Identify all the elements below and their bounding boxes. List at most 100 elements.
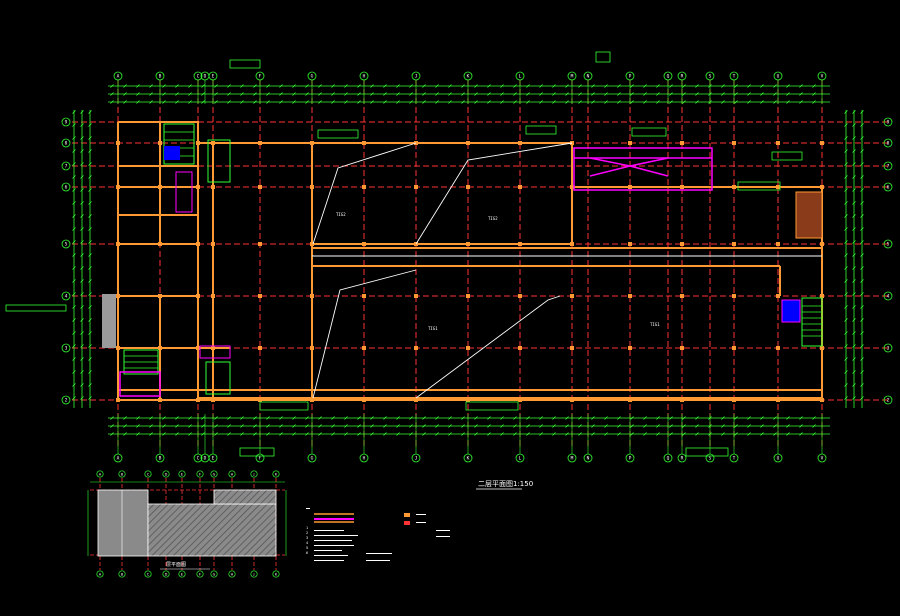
svg-text:J: J <box>252 472 254 476</box>
axis-bubble: L <box>515 71 525 81</box>
column <box>196 294 200 298</box>
svg-text:D: D <box>165 572 168 576</box>
column <box>116 346 120 350</box>
axis-bubble: J <box>411 71 421 81</box>
axis-bubble: L <box>515 453 525 463</box>
axis-bubble: Q <box>663 71 673 81</box>
column <box>158 346 162 350</box>
axis-bubble: P <box>625 453 635 463</box>
svg-text:A: A <box>99 472 102 476</box>
legend-item: 1 <box>306 526 308 530</box>
column <box>518 346 522 350</box>
column <box>732 346 736 350</box>
svg-text:P: P <box>629 456 632 462</box>
column <box>310 242 314 246</box>
axis-bubble: V <box>817 453 827 463</box>
svg-text:A: A <box>117 456 120 462</box>
column <box>362 242 366 246</box>
axis-bubble: 2 <box>883 395 893 405</box>
column <box>258 398 262 402</box>
column <box>628 242 632 246</box>
svg-text:H: H <box>231 472 234 476</box>
column <box>820 346 824 350</box>
column <box>628 294 632 298</box>
svg-text:B: B <box>159 456 162 462</box>
svg-text:G: G <box>213 572 216 576</box>
column <box>258 242 262 246</box>
axis-bubble: 3 <box>883 343 893 353</box>
column <box>158 185 162 189</box>
svg-text:B: B <box>121 472 124 476</box>
svg-text:T: T <box>733 456 736 462</box>
column <box>776 141 780 145</box>
column <box>820 398 824 402</box>
svg-text:3: 3 <box>65 346 68 352</box>
svg-text:7: 7 <box>887 164 890 170</box>
svg-text:E: E <box>212 74 215 80</box>
svg-text:D: D <box>165 472 168 476</box>
axis-bubble: 9 <box>883 117 893 127</box>
column <box>628 141 632 145</box>
column <box>820 185 824 189</box>
callouts <box>5 51 803 457</box>
column <box>196 398 200 402</box>
column <box>820 141 824 145</box>
svg-text:E: E <box>212 456 215 462</box>
svg-text:P: P <box>629 74 632 80</box>
inset-axis-bubble: BB <box>118 470 126 578</box>
svg-text:G: G <box>213 472 216 476</box>
column <box>211 242 215 246</box>
svg-text:B: B <box>159 74 162 80</box>
column <box>680 141 684 145</box>
column <box>776 346 780 350</box>
axis-bubble: 9 <box>61 117 71 127</box>
axis-bubble: H <box>359 453 369 463</box>
inset-axis-bubble: JJ <box>250 470 258 578</box>
column <box>518 141 522 145</box>
axis-bubble: T <box>729 71 739 81</box>
column <box>310 294 314 298</box>
axis-bubble: M <box>567 453 577 463</box>
axis-bubble: 7 <box>883 161 893 171</box>
axis-bubble: 2 <box>61 395 71 405</box>
svg-text:8: 8 <box>65 141 68 147</box>
svg-text:J: J <box>252 572 254 576</box>
column <box>466 242 470 246</box>
svg-text:S: S <box>709 456 712 462</box>
column <box>680 185 684 189</box>
svg-text:J: J <box>415 456 418 462</box>
column <box>732 398 736 402</box>
axis-grid <box>72 80 890 448</box>
svg-text:G: G <box>311 74 314 80</box>
column <box>116 185 120 189</box>
svg-text:7: 7 <box>65 164 68 170</box>
column <box>196 346 200 350</box>
svg-text:Q: Q <box>667 456 670 462</box>
axis-bubble: 3 <box>61 343 71 353</box>
column <box>518 242 522 246</box>
column <box>680 294 684 298</box>
column <box>466 141 470 145</box>
column <box>570 398 574 402</box>
axis-bubble: A <box>113 453 123 463</box>
column <box>158 242 162 246</box>
legend-item: 3 <box>306 536 308 540</box>
column <box>820 242 824 246</box>
axis-bubble: K <box>463 71 473 81</box>
svg-text:5: 5 <box>887 242 890 248</box>
svg-text:G: G <box>311 456 314 462</box>
column <box>196 185 200 189</box>
legend: 1 2 3 4 5 6 <box>306 508 450 561</box>
svg-text:V: V <box>821 74 824 80</box>
column <box>116 141 120 145</box>
svg-text:4: 4 <box>65 294 68 300</box>
svg-text:D: D <box>204 74 207 80</box>
column <box>466 346 470 350</box>
column <box>628 398 632 402</box>
axis-bubble: V <box>817 71 827 81</box>
axis-bubble: G <box>307 71 317 81</box>
svg-text:H: H <box>231 572 234 576</box>
column <box>414 398 418 402</box>
svg-text:F: F <box>259 74 262 80</box>
